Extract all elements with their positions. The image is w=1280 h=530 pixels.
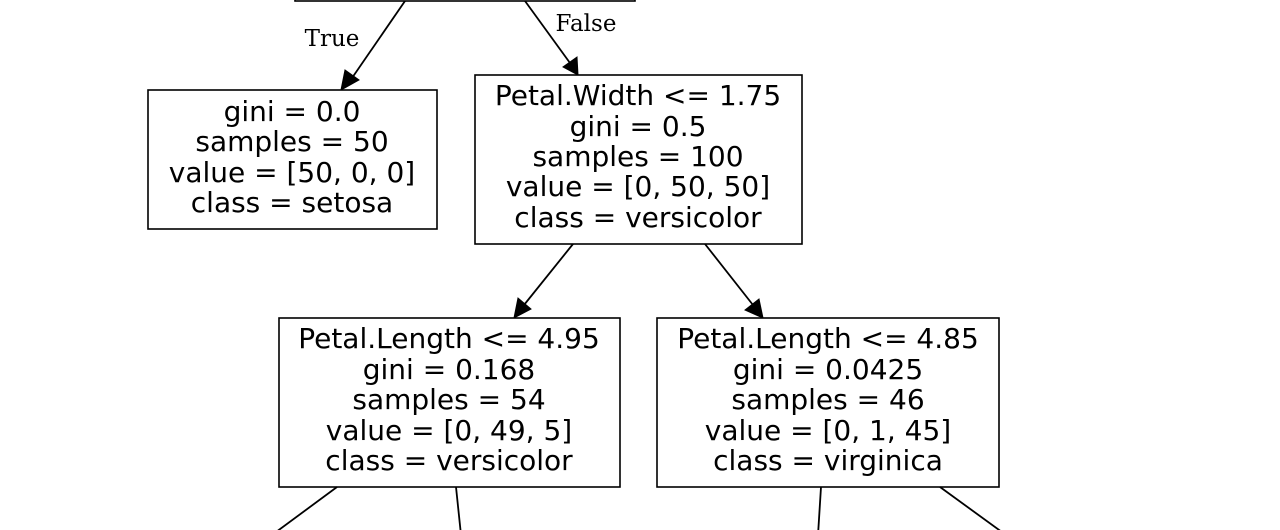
edge-left-split-right-child — [455, 486, 462, 530]
petal-width-split-gini: gini = 0.5 — [570, 110, 707, 143]
edge-right-split-right-child — [939, 486, 1001, 530]
petal-length-left-class: class = versicolor — [325, 444, 573, 477]
petal-length-right-class: class = virginica — [713, 444, 943, 477]
root-node-box — [294, 0, 636, 2]
edge-petal-width-right — [704, 243, 754, 306]
edge-label-false: False — [556, 11, 617, 37]
petal-length-right-samples: samples = 46 — [731, 383, 924, 416]
edge-root-false — [524, 0, 571, 64]
petal-length-split-left-node: Petal.Length <= 4.95 gini = 0.168 sample… — [278, 317, 621, 488]
edge-label-true: True — [305, 26, 360, 52]
petal-length-split-left-box — [278, 317, 621, 488]
edge-petal-width-left — [523, 243, 574, 306]
left-leaf-value: value = [50, 0, 0] — [169, 156, 415, 189]
petal-length-right-value: value = [0, 1, 45] — [705, 414, 951, 447]
petal-length-left-value: value = [0, 49, 5] — [326, 414, 572, 447]
petal-width-split-samples: samples = 100 — [532, 140, 743, 173]
petal-width-split-class: class = versicolor — [514, 201, 762, 234]
petal-width-split-condition: Petal.Width <= 1.75 — [495, 79, 781, 112]
left-leaf-node: gini = 0.0 samples = 50 value = [50, 0, … — [147, 89, 438, 230]
edge-root-true — [351, 0, 406, 79]
left-leaf-samples: samples = 50 — [195, 125, 388, 158]
petal-length-left-gini: gini = 0.168 — [363, 353, 536, 386]
petal-width-split-value: value = [0, 50, 50] — [506, 170, 770, 203]
arrowhead-root-false — [562, 56, 579, 76]
arrowhead-petal-width-right — [744, 298, 764, 319]
edge-right-split-left-child — [817, 486, 822, 530]
left-leaf-box — [147, 89, 438, 230]
petal-width-split-box — [474, 74, 803, 245]
petal-length-split-right-box — [656, 317, 1000, 488]
petal-length-split-right-node: Petal.Length <= 4.85 gini = 0.0425 sampl… — [656, 317, 1000, 488]
arrowhead-petal-width-left — [513, 297, 532, 319]
edge-left-split-left-child — [277, 486, 338, 530]
left-leaf-gini: gini = 0.0 — [224, 95, 361, 128]
petal-length-left-samples: samples = 54 — [352, 383, 545, 416]
left-leaf-class: class = setosa — [191, 186, 393, 219]
petal-length-right-gini: gini = 0.0425 — [733, 353, 923, 386]
petal-length-left-condition: Petal.Length <= 4.95 — [298, 322, 600, 355]
petal-width-split-node: Petal.Width <= 1.75 gini = 0.5 samples =… — [474, 74, 803, 245]
arrowhead-root-true — [340, 69, 360, 91]
petal-length-right-condition: Petal.Length <= 4.85 — [677, 322, 979, 355]
